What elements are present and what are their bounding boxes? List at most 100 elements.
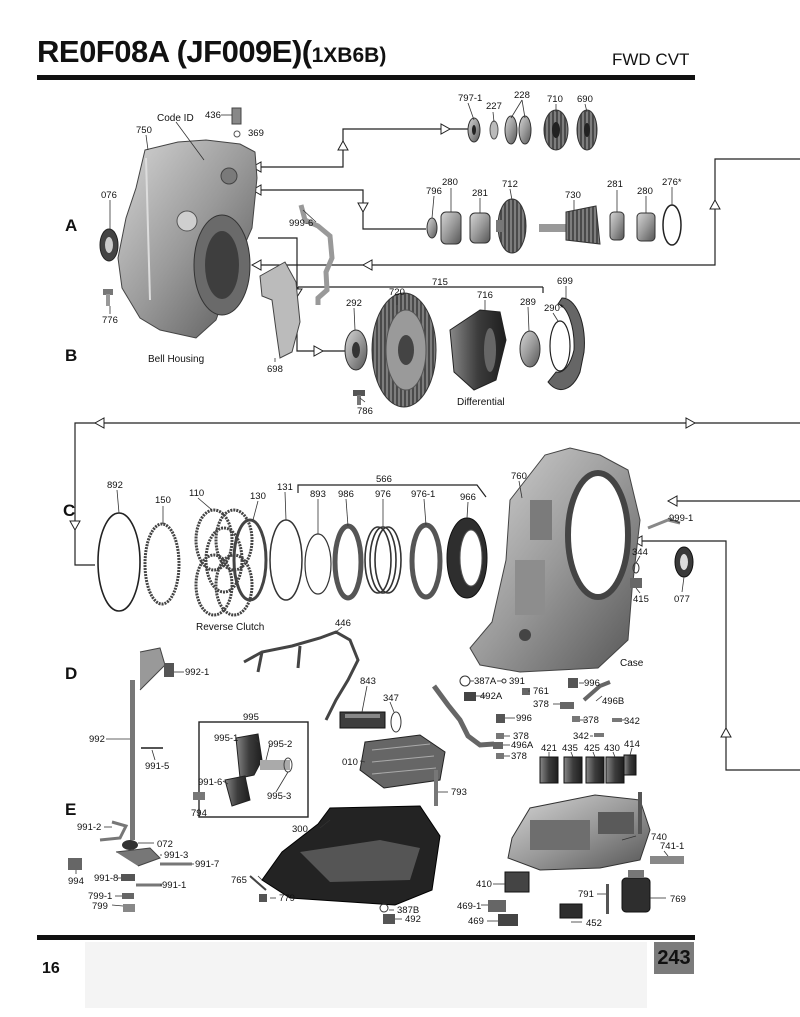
label-892: 892	[107, 480, 123, 491]
label-995-3: 995-3	[267, 791, 291, 802]
part-387a-o-ring	[459, 675, 471, 687]
label-421: 421	[541, 743, 557, 754]
label-991-2: 991-2	[77, 822, 101, 833]
label-452: 452	[586, 918, 602, 929]
label-769: 769	[670, 894, 686, 905]
part-796-bearing	[426, 217, 438, 239]
label-976-1: 976-1	[411, 489, 435, 500]
label-281: 281	[472, 188, 488, 199]
part-036-tube	[431, 684, 495, 748]
label-131: 131	[277, 482, 293, 493]
part-110-reverse-clutch-plates	[194, 508, 254, 617]
label-387a: 387A	[474, 676, 497, 687]
label-110: 110	[189, 488, 204, 499]
label-280-b: 280	[637, 186, 653, 197]
section-label-a: A	[65, 216, 78, 235]
part-387b-o-ring	[379, 903, 389, 913]
part-999-6-tube	[298, 204, 335, 305]
label-435: 435	[562, 743, 578, 754]
page-number-left: 16	[42, 960, 60, 977]
label-976: 976	[375, 489, 391, 500]
label-715: 715	[432, 277, 448, 288]
part-793-pipe	[434, 770, 438, 806]
part-769-solenoid	[621, 870, 651, 913]
label-765: 765	[231, 875, 247, 886]
footer-divider	[37, 935, 695, 940]
valve-body-illustration	[507, 794, 651, 871]
label-496a: 496A	[511, 740, 534, 751]
caption-bell-housing: Bell Housing	[148, 354, 204, 365]
part-797-1-bearing	[467, 117, 481, 143]
part-347-o-ring	[390, 711, 402, 733]
flow-lines	[74, 128, 800, 771]
label-999-1: 999-1	[669, 513, 693, 524]
solenoid-row	[539, 754, 637, 784]
part-131-snap-ring	[269, 519, 303, 601]
part-391-ring	[501, 678, 507, 684]
section-label-e: E	[65, 800, 77, 819]
part-995-detent-box	[198, 721, 309, 818]
label-280: 280	[442, 177, 458, 188]
label-344: 344	[632, 547, 648, 558]
part-999-1-tube	[647, 518, 681, 530]
part-992-shaft	[130, 680, 135, 840]
label-995-1: 995-1	[214, 733, 238, 744]
label-986: 986	[338, 489, 354, 500]
caption-differential: Differential	[457, 397, 505, 408]
section-label-b: B	[65, 346, 78, 365]
part-369-ring	[233, 130, 241, 138]
part-991-8-clip	[121, 874, 135, 881]
label-300: 300	[292, 824, 308, 835]
transmission-type: FWD CVT	[612, 50, 690, 69]
part-995-1-lever	[235, 733, 263, 779]
part-992-1-plug	[164, 663, 174, 677]
label-436: 436	[205, 110, 221, 121]
part-280-bearing-b	[636, 212, 656, 242]
label-730: 730	[565, 190, 581, 201]
label-750: 750	[136, 125, 152, 136]
part-446-harness	[243, 630, 360, 721]
label-995: 995	[243, 712, 259, 723]
part-716-differential-case	[449, 309, 507, 391]
label-720: 720	[389, 287, 405, 298]
part-292-bearing	[344, 329, 368, 371]
label-797-1: 797-1	[458, 93, 482, 104]
label-761: 761	[533, 686, 549, 697]
label-996-a: 996	[584, 678, 600, 689]
part-281-bearing	[469, 212, 491, 244]
bell-housing-illustration	[117, 139, 258, 339]
part-995-2-pin	[260, 760, 290, 770]
caption-case: Case	[620, 658, 644, 669]
label-378-b: 378	[583, 715, 599, 726]
label-991-6: 991-6	[198, 777, 222, 788]
label-794: 794	[191, 808, 207, 819]
label-342-b: 342	[573, 731, 589, 742]
label-446: 446	[335, 618, 351, 629]
part-228-bearing	[504, 115, 532, 145]
part-698-shield	[259, 261, 301, 359]
label-741-1: 741-1	[660, 841, 684, 852]
part-991-3-bracket	[115, 847, 161, 867]
label-492a: 492A	[480, 691, 503, 702]
label-991-1: 991-1	[162, 880, 186, 891]
label-342-a: 342	[624, 716, 640, 727]
label-414: 414	[624, 739, 640, 750]
part-281-bearing-b	[609, 211, 625, 241]
part-072-seal	[122, 840, 138, 850]
label-991-8: 991-8	[94, 873, 118, 884]
part-130-plate	[232, 518, 268, 602]
captions: Bell Housing Code ID Differential Revers…	[148, 113, 644, 669]
label-289: 289	[520, 297, 536, 308]
part-496a-fitting	[493, 742, 503, 749]
section-label-c: C	[63, 501, 76, 520]
part-710-gear	[543, 109, 569, 151]
part-991-6-lever	[224, 775, 251, 807]
part-289-bearing	[519, 330, 541, 368]
label-276: 276*	[662, 177, 682, 188]
part-076-seal	[99, 228, 119, 262]
part-492-plug	[383, 914, 395, 924]
part-712-gear	[496, 198, 527, 254]
label-793: 793	[451, 787, 467, 798]
part-843-connector	[339, 711, 386, 729]
